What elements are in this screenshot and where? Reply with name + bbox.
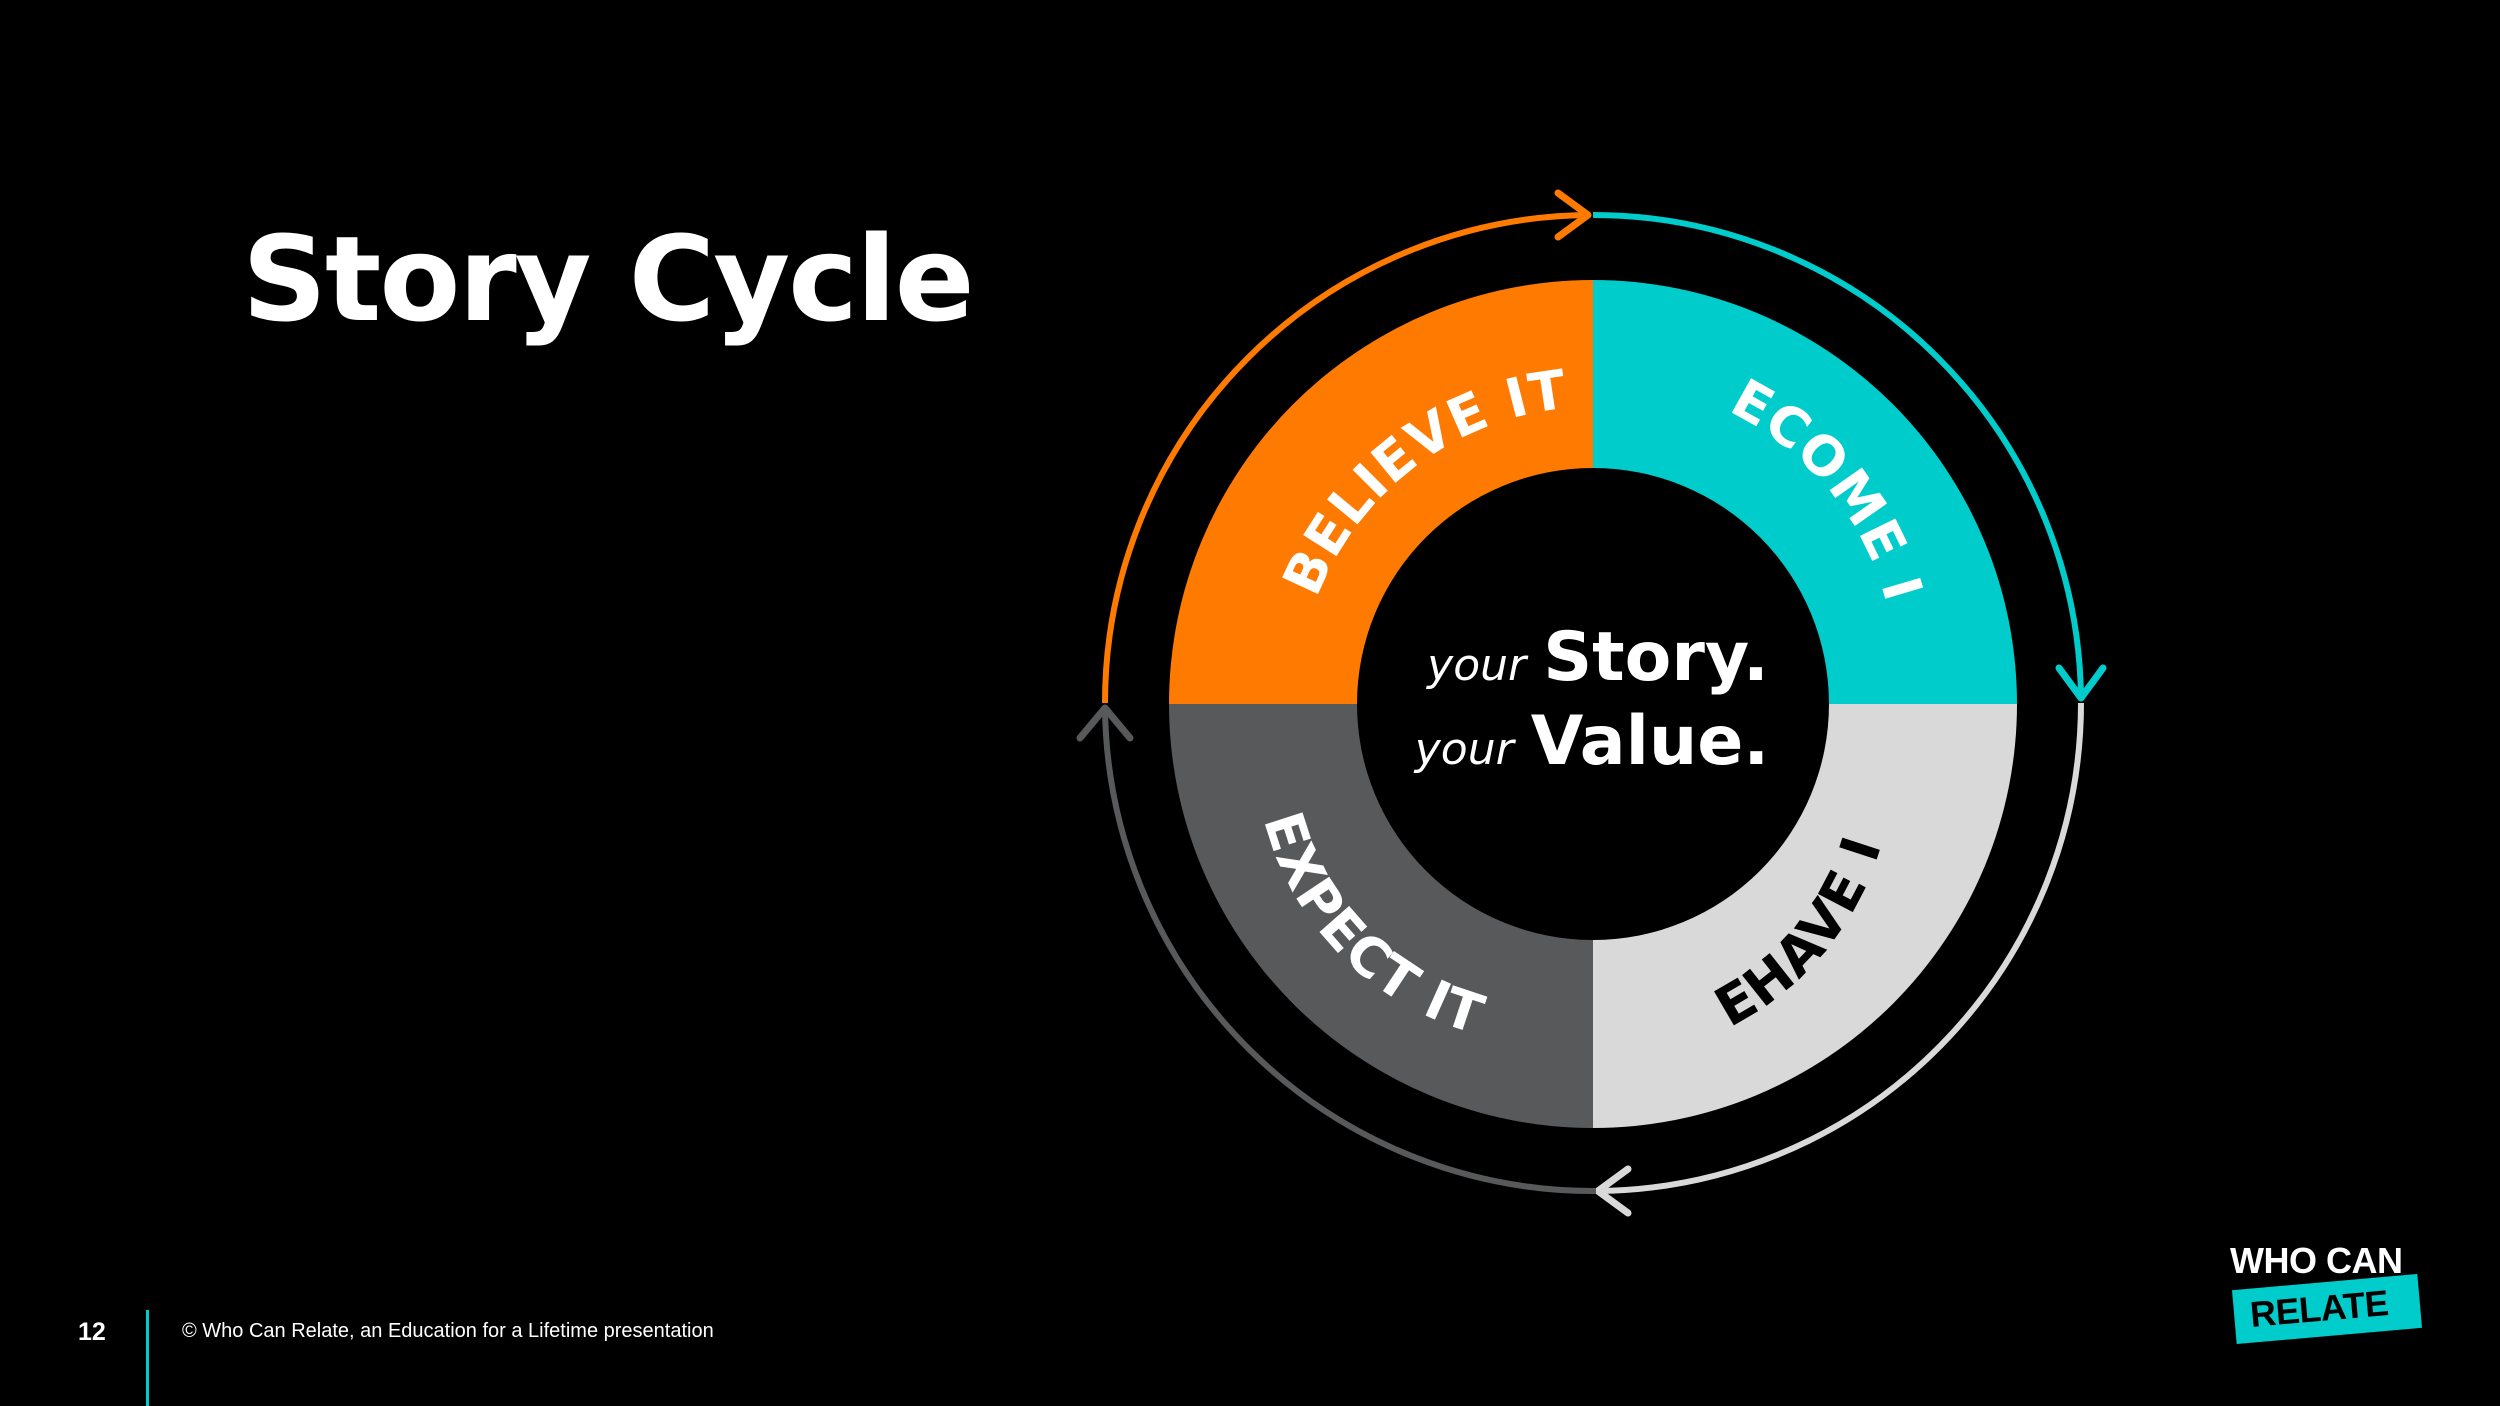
segment-believe bbox=[1169, 280, 1593, 704]
cycle-ring bbox=[1169, 280, 2017, 1128]
logo-line-1: WHO CAN bbox=[2230, 1240, 2403, 1281]
segment-become bbox=[1593, 280, 2017, 704]
cycle-arrows bbox=[1076, 189, 2107, 1217]
footer-divider bbox=[146, 1310, 149, 1406]
segment-behave bbox=[1593, 704, 2017, 1128]
arrowhead-teal-icon bbox=[2055, 664, 2107, 702]
center-line-value: your Value. bbox=[1413, 702, 1770, 781]
slide-title: Story Cycle bbox=[242, 210, 975, 348]
who-can-relate-logo: WHO CAN RELATE bbox=[2228, 1240, 2428, 1350]
segment-label-behave: BEHAVE IT bbox=[0, 0, 1894, 1039]
arc-arrow-dark-gray bbox=[1102, 705, 1597, 1195]
arrowhead-orange-icon bbox=[1554, 189, 1592, 241]
arc-arrow-orange bbox=[1102, 212, 1591, 704]
arc-arrow-light-gray bbox=[1599, 702, 2084, 1194]
copyright-text: © Who Can Relate, an Education for a Lif… bbox=[182, 1320, 714, 1342]
center-text: your Story. your Value. bbox=[1413, 618, 1770, 781]
arc-arrow-teal bbox=[1592, 212, 2084, 701]
page-number: 12 bbox=[78, 1318, 106, 1346]
center-line-story: your Story. bbox=[1425, 618, 1769, 697]
arrowhead-dark-gray-icon bbox=[1076, 704, 1134, 742]
segment-expect bbox=[1169, 704, 1593, 1128]
arrowhead-light-gray-icon bbox=[1594, 1165, 1632, 1217]
